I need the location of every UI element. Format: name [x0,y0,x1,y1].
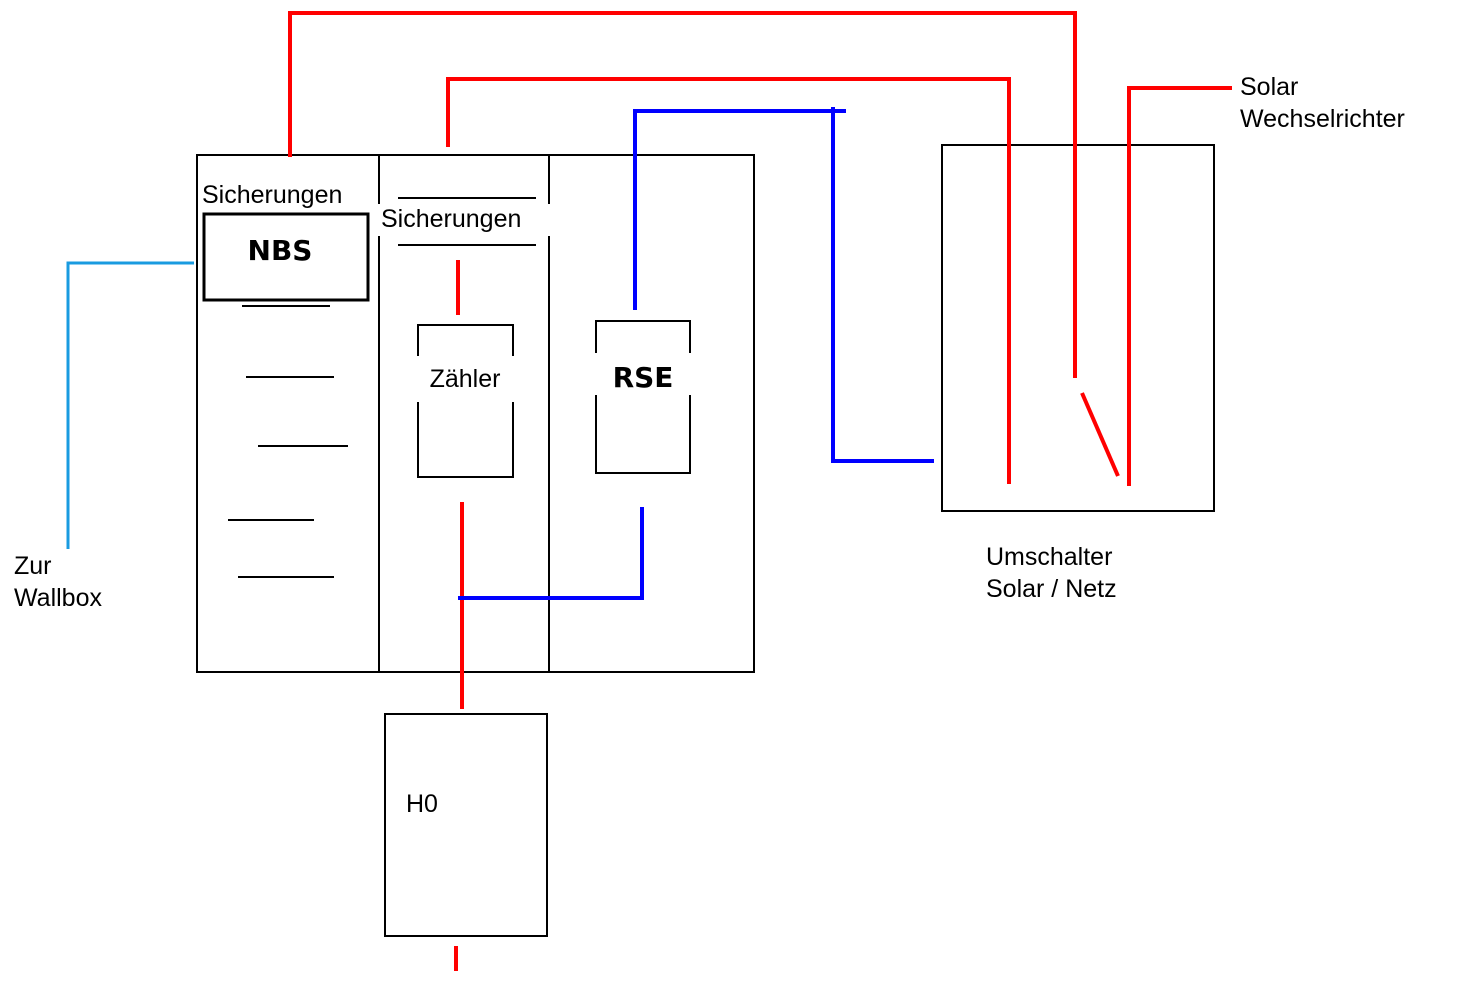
switch-box [941,144,1215,512]
left-fuse-column: Sicherungen NBS [200,178,376,578]
switch-contact [1080,392,1120,477]
nbs-box [202,212,370,302]
label-switch-line2: Solar / Netz [986,575,1117,603]
wire-rse-top [633,109,846,310]
h0-unit: H0 [384,713,548,937]
h0-box [384,713,548,937]
label-meter: Zähler [430,365,501,393]
label-switch-line1: Umschalter [986,543,1112,571]
rse-column: RSE [592,320,694,474]
red-wires [288,11,1232,971]
rse-box [595,320,691,474]
label-fuses-middle: Sicherungen [381,205,521,233]
label-inverter-line2: Wechselrichter [1240,105,1405,133]
wire-rse-to-switch [831,107,934,463]
wire-rse-to-meter [458,507,644,600]
cabinet-outline [196,154,755,673]
middle-meter-column: Sicherungen Zähler [378,197,553,478]
wire-nbs-to-switch [288,11,1077,378]
distribution-cabinet [196,154,755,673]
solar-inverter: Solar Wechselrichter [1240,73,1405,133]
blue-wires [458,107,934,600]
label-inverter-line1: Solar [1240,73,1298,101]
wire-inverter-to-switch [1127,86,1232,486]
label-wallbox-line2: Wallbox [14,584,102,612]
solar-grid-switch: Umschalter Solar / Netz [941,144,1215,603]
wallbox-connection: Zur Wallbox [14,261,194,612]
label-h0: H0 [406,790,438,818]
label-wallbox-line1: Zur [14,552,52,580]
wire-fuses-to-switch [446,77,1011,484]
wire-to-wallbox [66,261,194,549]
label-rse: RSE [613,361,674,394]
label-fuses-left: Sicherungen [202,181,342,209]
label-nbs: NBS [248,234,313,267]
